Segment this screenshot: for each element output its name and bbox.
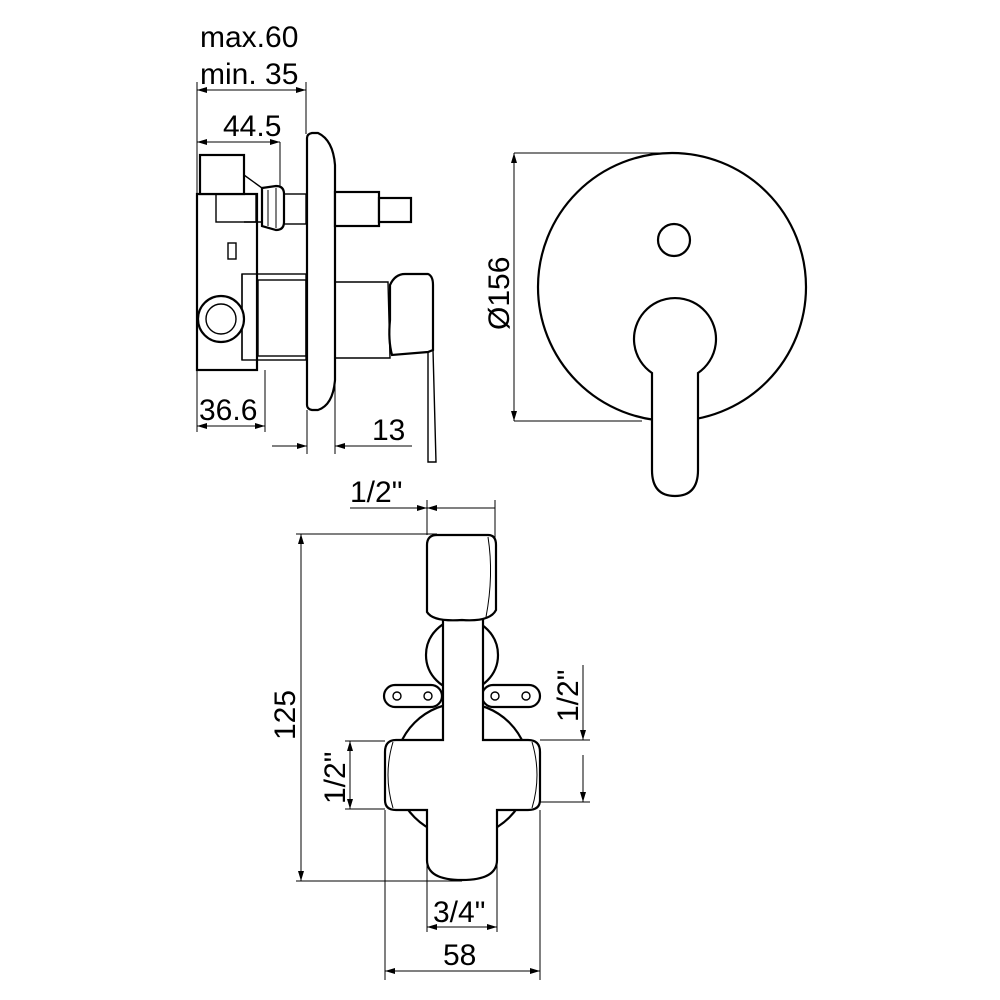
port-circle-outer: [196, 294, 246, 344]
dim-bottom-outlet: 3/4": [433, 896, 485, 929]
front-view: Ø156: [483, 151, 808, 498]
diverter-knob: [656, 222, 692, 258]
dim-max-depth: max.60: [200, 21, 298, 54]
cross-body: [383, 616, 542, 882]
handle-profile: [388, 272, 435, 357]
dim-rear-depth: 36.6: [199, 394, 257, 427]
dim-body-height: 125: [269, 690, 302, 740]
dim-top-inlet: 1/2": [350, 476, 402, 509]
dim-body-width: 58: [443, 939, 476, 972]
slot-detail: [227, 242, 237, 260]
diverter-stem: [333, 190, 381, 228]
body-view: 1/2" 125 1/2" 1/2" 3/4" 58: [269, 476, 590, 980]
dim-plate-diameter: Ø156: [483, 257, 516, 330]
dim-left-outlet: 1/2": [319, 752, 352, 804]
dim-right-outlet: 1/2": [552, 670, 585, 722]
dim-body-depth: 44.5: [223, 110, 281, 143]
lever-handle: [632, 296, 718, 498]
nut: [260, 184, 286, 232]
dim-handle-projection: 13: [372, 414, 405, 447]
valve-body: [195, 192, 259, 372]
wall-plate-profile: [305, 131, 337, 412]
port-circle-inner: [205, 303, 237, 335]
top-inlet: [425, 533, 498, 622]
top-inlet-stub: [198, 153, 246, 196]
dim-min-depth: min. 35: [200, 58, 298, 91]
side-view: max.60 min. 35 44.5 36.6 13: [195, 21, 437, 463]
